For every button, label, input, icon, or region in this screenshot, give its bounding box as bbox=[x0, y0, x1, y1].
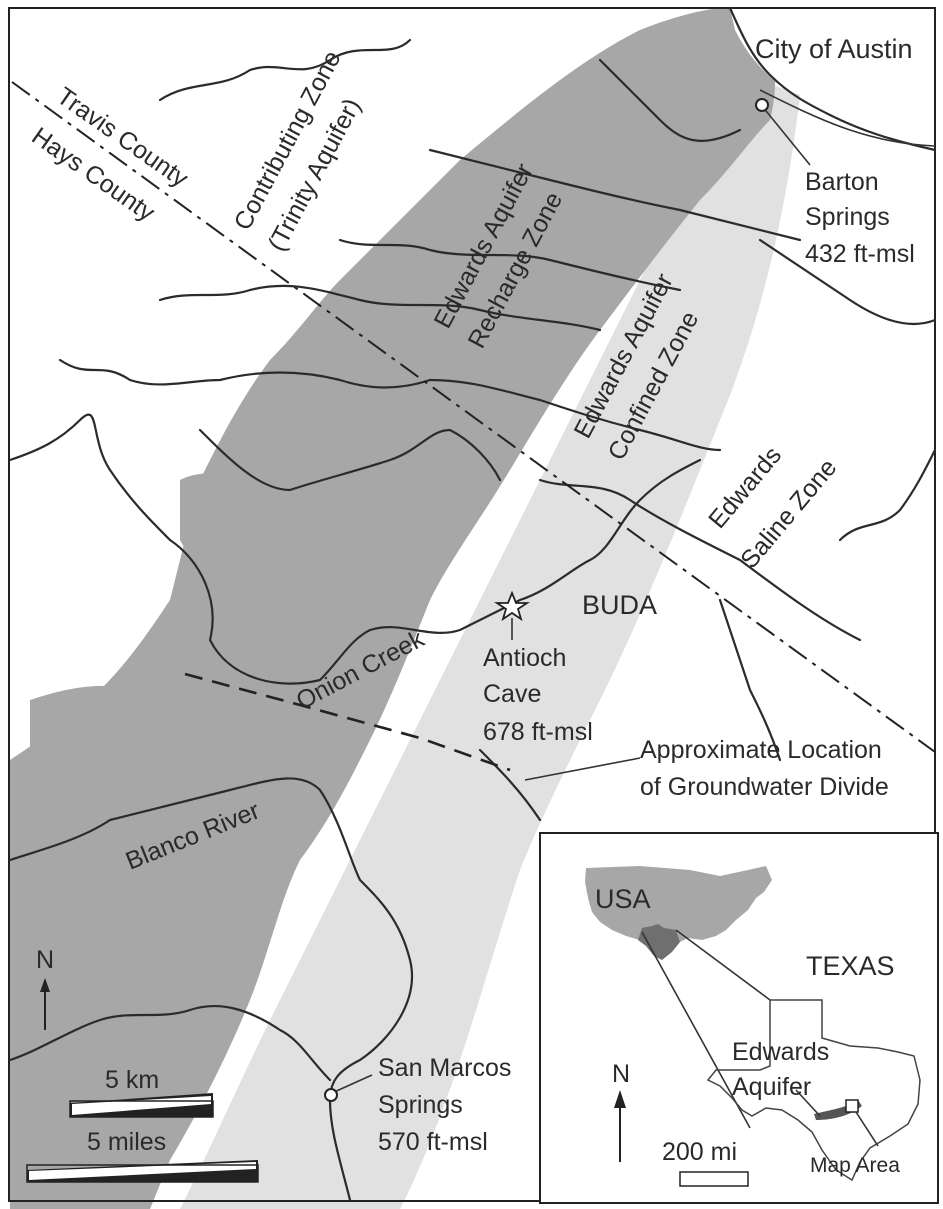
inset-north-label: N bbox=[612, 1060, 630, 1088]
scale-km-frame bbox=[69, 1100, 214, 1118]
scale-km-label: 5 km bbox=[105, 1066, 159, 1094]
blanco-river bbox=[8, 777, 413, 1202]
sanmarcos-leader-line bbox=[331, 1074, 373, 1094]
recharge-zone-lobe bbox=[30, 685, 141, 850]
scale-miles-frame bbox=[26, 1164, 259, 1183]
austin-river bbox=[728, 6, 937, 152]
antioch-cave-star-icon bbox=[494, 590, 530, 622]
divide-leader-line bbox=[524, 757, 641, 781]
sanmarcos-springs-marker bbox=[324, 1088, 338, 1102]
inset-usa-label: USA bbox=[595, 884, 651, 914]
inset-edwards-label: Edwards bbox=[732, 1038, 829, 1066]
antioch-elevation: 678 ft-msl bbox=[483, 718, 593, 746]
usa-shape bbox=[585, 866, 772, 948]
sanmarcos-label: San Marcos bbox=[378, 1054, 511, 1082]
antioch-sublabel: Cave bbox=[483, 680, 541, 708]
city-area bbox=[730, 8, 943, 150]
onion-creek-river bbox=[8, 413, 702, 685]
recharge-zone-area bbox=[10, 8, 776, 1209]
creek-river bbox=[598, 58, 742, 142]
barton-leader-line bbox=[761, 105, 811, 166]
recharge-zone-lobe bbox=[180, 473, 254, 564]
north-arrow-head-icon bbox=[40, 978, 50, 992]
inset-north-arrow-head-icon bbox=[614, 1090, 626, 1108]
north-label: N bbox=[36, 946, 54, 974]
scale-miles-bar-fill bbox=[29, 1162, 256, 1180]
inset-zoom-line bbox=[675, 929, 771, 1001]
creek-river bbox=[838, 448, 937, 542]
recharge-zone-lobe bbox=[196, 596, 270, 680]
county-line bbox=[11, 81, 936, 753]
sanmarcos-sublabel: Springs bbox=[378, 1091, 463, 1119]
inset-zoom-line bbox=[641, 931, 751, 1129]
creek-river bbox=[478, 748, 542, 822]
barton-label: Barton bbox=[805, 168, 879, 196]
inset-texas-label: TEXAS bbox=[806, 951, 895, 981]
creek-river bbox=[338, 238, 682, 292]
austin-river-bank bbox=[759, 89, 936, 147]
creek-river bbox=[158, 38, 412, 102]
map-area-marker bbox=[845, 1099, 859, 1113]
creek-river bbox=[158, 284, 602, 332]
antioch-label: Antioch bbox=[483, 644, 566, 672]
creek-river bbox=[58, 358, 722, 452]
creek-river bbox=[8, 1005, 332, 1082]
confined-zone-area bbox=[180, 80, 800, 1209]
creek-river bbox=[538, 478, 862, 642]
buda-label: BUDA bbox=[582, 590, 657, 620]
barton-sublabel: Springs bbox=[805, 203, 890, 231]
inset-scale-label: 200 mi bbox=[662, 1138, 737, 1166]
map-frame bbox=[8, 7, 936, 1202]
divide-label: Approximate Location bbox=[640, 736, 882, 764]
creek-river bbox=[428, 148, 802, 242]
barton-springs-marker bbox=[755, 98, 769, 112]
groundwater-divide-line bbox=[184, 672, 511, 772]
inset-scale-bar bbox=[679, 1171, 749, 1187]
city-label: City of Austin bbox=[755, 34, 913, 64]
barton-elevation: 432 ft-msl bbox=[805, 240, 915, 268]
creek-river bbox=[758, 238, 937, 325]
edwards-leader-line bbox=[795, 1089, 821, 1117]
creek-river bbox=[718, 598, 782, 762]
inset-map: USA TEXAS Edwards Aquifer N 200 mi Map A… bbox=[539, 832, 939, 1204]
texas-small-shape bbox=[638, 924, 680, 960]
creek-river bbox=[198, 428, 502, 492]
inset-map-area-label: Map Area bbox=[810, 1154, 900, 1177]
inset-edwards-sublabel: Aquifer bbox=[732, 1073, 811, 1101]
scale-miles-label: 5 miles bbox=[87, 1128, 166, 1156]
divide-sublabel: of Groundwater Divide bbox=[640, 773, 889, 801]
texas-outline-shape bbox=[706, 999, 921, 1182]
map-area-leader-line bbox=[855, 1111, 879, 1147]
sanmarcos-elevation: 570 ft-msl bbox=[378, 1128, 488, 1156]
